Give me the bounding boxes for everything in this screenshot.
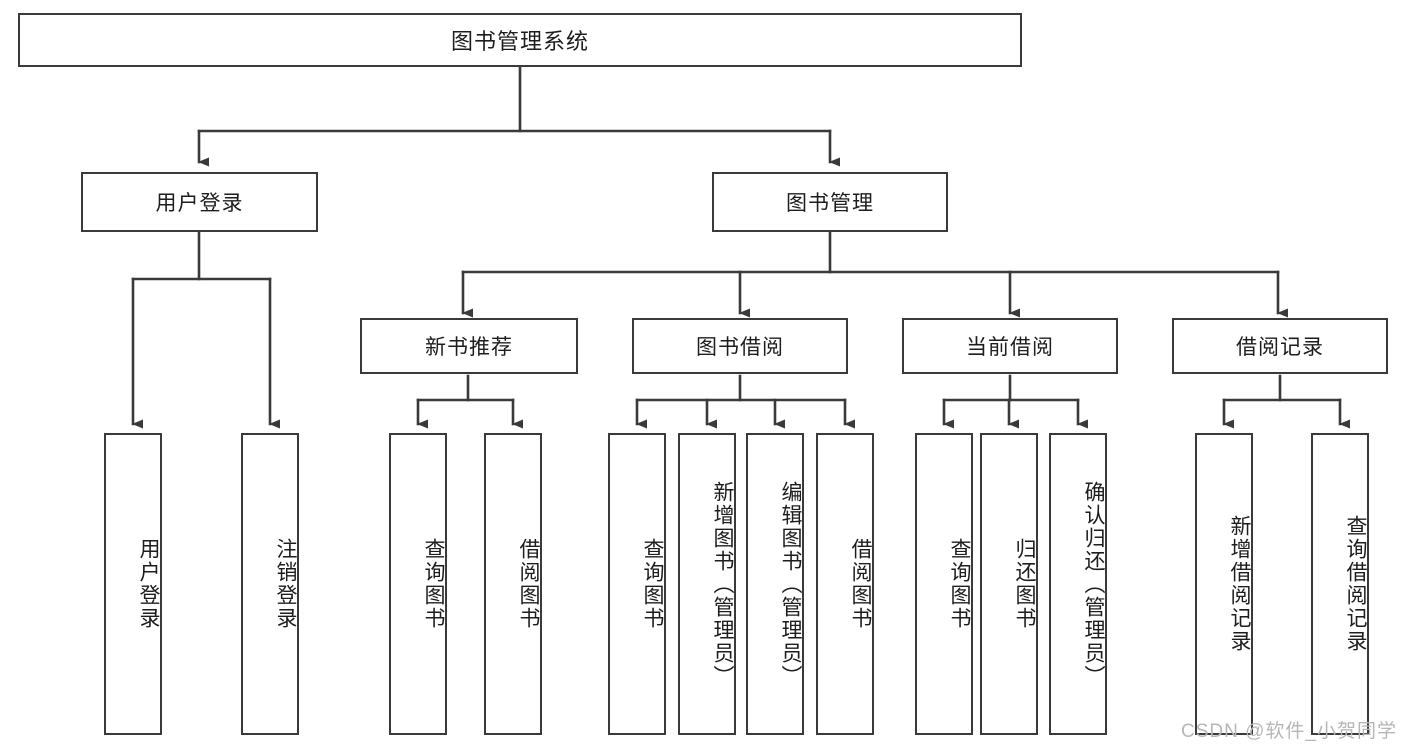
csdn-watermark: CSDN @软件_小贺同学 [1181,721,1397,742]
node-leaf-search-borrow-record[interactable]: 查询借阅记录 [1311,433,1369,735]
node-label: 用户登录 [155,192,244,215]
node-leaf-add-book-admin[interactable]: 新增图书（管理员） [678,433,736,735]
node-root-book-management-system[interactable]: 图书管理系统 [18,13,1022,67]
node-user-login[interactable]: 用户登录 [81,172,318,232]
node-label: 新书推荐 [425,336,513,359]
node-label: 新增图书（管理员） [711,480,734,688]
node-label: 借阅图书 [517,538,540,630]
node-label: 查询图书 [948,538,971,630]
node-label: 归还图书 [1013,538,1036,630]
node-book-management[interactable]: 图书管理 [712,172,948,232]
node-leaf-return-books[interactable]: 归还图书 [980,433,1038,735]
node-leaf-borrow-books-new[interactable]: 借阅图书 [484,433,542,735]
node-label: 查询图书 [422,538,445,630]
node-label: 借阅记录 [1236,336,1324,359]
node-leaf-confirm-return-admin[interactable]: 确认归还（管理员） [1049,433,1107,735]
node-label: 图书管理 [786,192,874,215]
node-leaf-add-borrow-record[interactable]: 新增借阅记录 [1195,433,1253,735]
node-label: 查询借阅记录 [1344,515,1367,653]
node-label: 当前借阅 [966,336,1054,359]
node-label: 借阅图书 [849,538,872,630]
node-label: 新增借阅记录 [1228,515,1251,653]
node-leaf-search-books-new[interactable]: 查询图书 [389,433,447,735]
node-leaf-user-login[interactable]: 用户登录 [104,433,162,735]
node-borrowing-records[interactable]: 借阅记录 [1172,318,1388,374]
node-label: 编辑图书（管理员） [779,480,802,688]
node-current-borrowing[interactable]: 当前借阅 [902,318,1118,374]
node-label: 确认归还（管理员） [1082,480,1105,688]
node-label: 图书管理系统 [450,29,589,54]
node-leaf-borrow-books[interactable]: 借阅图书 [816,433,874,735]
node-leaf-edit-book-admin[interactable]: 编辑图书（管理员） [746,433,804,735]
node-label: 查询图书 [641,538,664,630]
node-leaf-logout[interactable]: 注销登录 [241,433,299,735]
node-leaf-search-books-borrow[interactable]: 查询图书 [608,433,666,735]
node-label: 注销登录 [274,538,297,630]
node-book-borrowing[interactable]: 图书借阅 [632,318,848,374]
node-leaf-search-books-current[interactable]: 查询图书 [915,433,973,735]
node-label: 用户登录 [137,538,160,630]
node-label: 图书借阅 [696,336,784,359]
node-new-book-recommendation[interactable]: 新书推荐 [360,318,578,374]
